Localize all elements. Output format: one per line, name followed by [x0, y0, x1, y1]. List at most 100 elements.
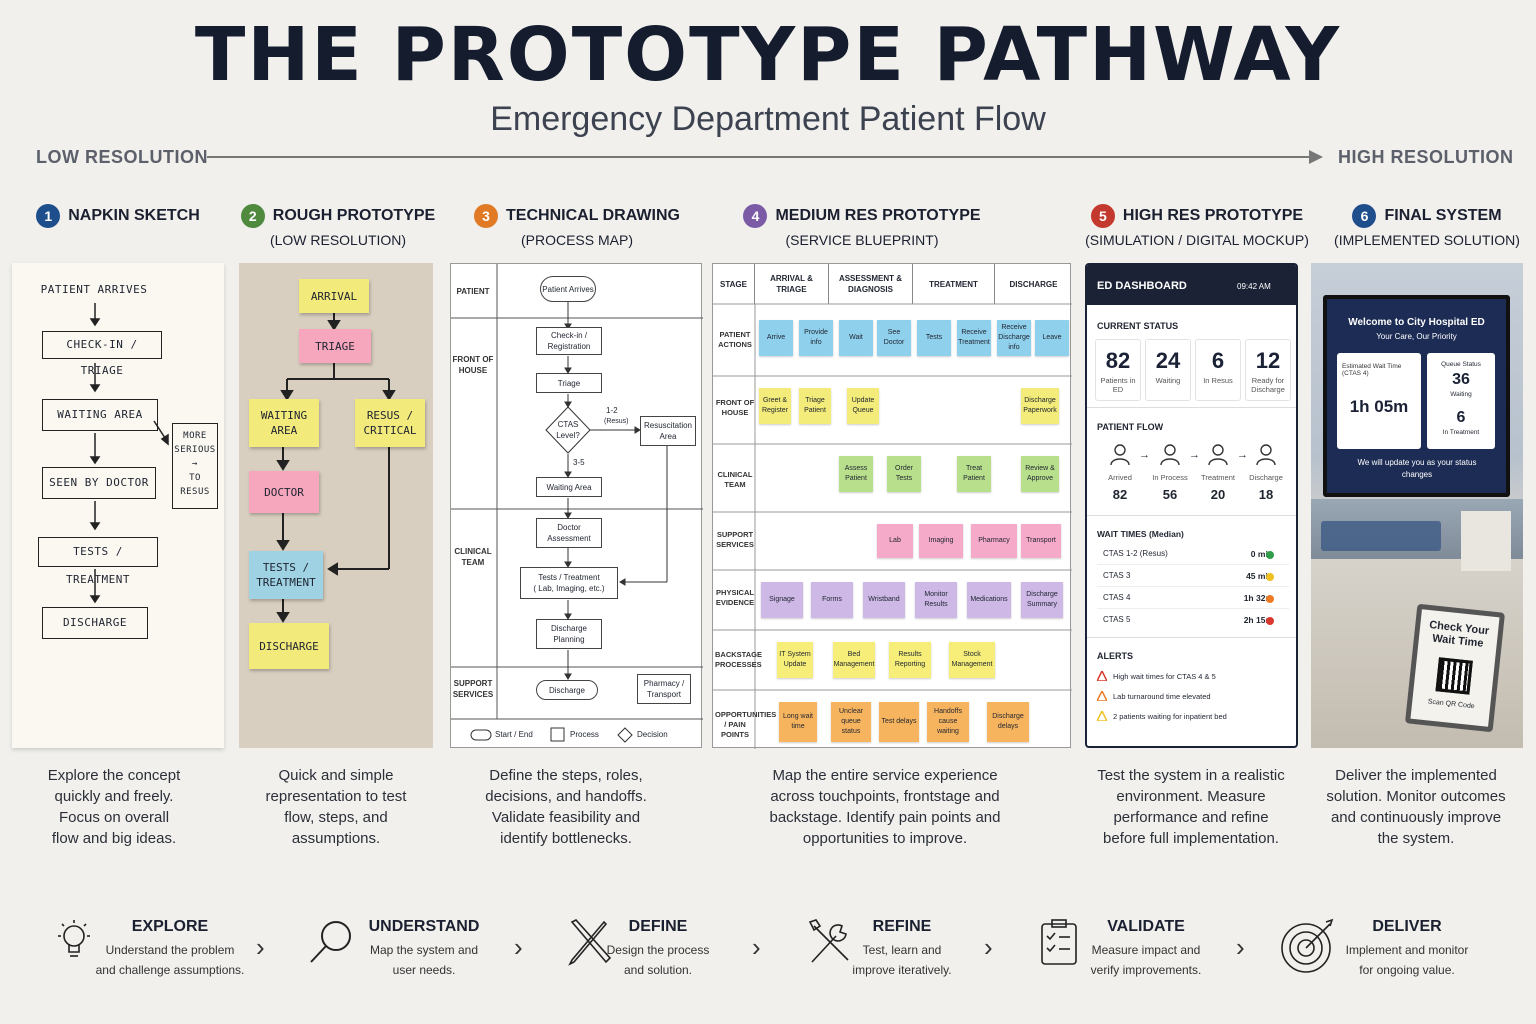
wait-label: CTAS 5: [1103, 615, 1131, 624]
blueprint-row-label: FRONT OF HOUSE: [715, 398, 755, 417]
blueprint-note: Imaging: [919, 524, 963, 558]
blueprint-row-label: PHYSICAL EVIDENCE: [715, 588, 755, 607]
qr-code-icon: [1435, 657, 1473, 695]
lane-label: CLINICAL TEAM: [454, 547, 492, 567]
stage-number: 3: [474, 204, 499, 228]
high-resolution-label: HIGH RESOLUTION: [1338, 147, 1514, 167]
divider: [1087, 407, 1296, 408]
stage-number: 1: [36, 204, 61, 228]
footer-line: and solution.: [623, 963, 693, 977]
blueprint-note: Review & Approve: [1021, 456, 1059, 492]
stage-subtitle: (LOW RESOLUTION): [269, 232, 407, 249]
blueprint-note: Receive Discharge info: [997, 320, 1031, 356]
sticky-note: DISCHARGE: [249, 623, 329, 669]
wait-label: CTAS 1-2 (Resus): [1103, 549, 1168, 558]
description-line: Explore the concept: [47, 767, 181, 784]
service-blueprint-panel: STAGE ARRIVAL & TRIAGE ASSESSMENT & DIAG…: [712, 263, 1072, 749]
chevron-right-icon: ›: [256, 932, 265, 962]
decision-label: CTAS Level?: [556, 420, 580, 440]
blueprint-row-label: OPPORTUNITIES / PAIN POINTS: [715, 710, 777, 739]
blueprint-header: TREATMENT: [913, 264, 995, 304]
blueprint-header: STAGE: [713, 264, 755, 304]
process-end: Discharge: [536, 680, 598, 700]
flow-value: 82: [1112, 487, 1128, 502]
description-line: representation to test: [265, 788, 407, 805]
blueprint-note: Update Queue: [847, 388, 879, 424]
divider: [1097, 586, 1289, 587]
footer-line: Measure impact and: [1091, 943, 1201, 957]
wait-value: 2h 15m: [1243, 615, 1273, 625]
blueprint-note: Stock Management: [949, 642, 995, 678]
blueprint-note: See Doctor: [877, 320, 911, 356]
lane-label: PATIENT: [456, 287, 490, 296]
stage-number: 4: [743, 204, 768, 228]
stage-title: TECHNICAL DRAWING: [506, 207, 680, 225]
description-line: the system.: [1377, 830, 1455, 847]
napkin-sketch-panel: PATIENT ARRIVES CHECK-IN / TRIAGE WAITIN…: [12, 263, 224, 748]
resolution-arrow: [207, 150, 1323, 164]
blueprint-note: Unclear queue status: [831, 702, 871, 742]
footer-heading: DELIVER: [1372, 918, 1442, 935]
pencil-ruler-icon: [568, 919, 612, 966]
footer-line: Map the system and: [369, 943, 479, 957]
legend-label: Start / End: [495, 730, 533, 739]
section-title: ALERTS: [1097, 651, 1133, 661]
blueprint-note: Greet & Register: [759, 388, 791, 424]
footer-heading: VALIDATE: [1107, 918, 1185, 935]
screen-welcome: Welcome to City Hospital ED: [1348, 317, 1485, 328]
stage-subtitle: (SERVICE BLUEPRINT): [785, 232, 939, 249]
footer-line: user needs.: [392, 963, 456, 977]
napkin-side-line: TO: [189, 473, 201, 483]
footer-line: improve iteratively.: [852, 963, 952, 977]
footer-line: Design the process: [606, 943, 710, 957]
process-step: Waiting Area: [536, 477, 602, 497]
sticky-note: ARRIVAL: [299, 279, 369, 313]
wait-value: 45 min: [1246, 571, 1273, 581]
description-line: Map the entire service experience: [772, 767, 998, 784]
blueprint-row-label: PATIENT ACTIONS: [718, 330, 752, 349]
sticky-note: TESTS / TREATMENT: [249, 551, 323, 599]
lane-label: FRONT OF HOUSE: [452, 355, 494, 375]
check-wait-sign: Check Your Wait Time Scan QR Code: [1404, 603, 1506, 733]
blueprint-grid: [713, 303, 1072, 749]
low-resolution-label: LOW RESOLUTION: [36, 147, 208, 167]
chevron-right-icon: ›: [514, 932, 523, 962]
description-line: decisions, and handoffs.: [485, 788, 647, 805]
process-step: Resuscitation Area: [640, 416, 696, 446]
flow-label: Arrived: [1108, 473, 1132, 482]
description-line: across touchpoints, frontstage and: [770, 788, 1000, 805]
stage-number: 5: [1090, 204, 1115, 228]
blueprint-note: Provide info: [799, 320, 833, 356]
chevron-right-icon: ›: [752, 932, 761, 962]
legend-label: Decision: [637, 730, 668, 739]
section-title: WAIT TIMES (Median): [1097, 529, 1184, 539]
lightbulb-icon: [58, 920, 90, 957]
description-line: Deliver the implemented: [1335, 767, 1497, 784]
flow-value: 20: [1210, 487, 1226, 502]
wait-time-screen: Welcome to City Hospital ED Your Care, O…: [1323, 295, 1510, 497]
napkin-item: CHECK-IN / TRIAGE: [42, 331, 162, 377]
blueprint-header: ARRIVAL & TRIAGE: [755, 264, 829, 304]
footer-heading: REFINE: [872, 918, 932, 935]
blueprint-note: Assess Patient: [839, 456, 873, 492]
stat-value: 82: [1105, 348, 1131, 373]
ed-dashboard-panel: ED DASHBOARD 09:42 AM CURRENT STATUS PAT…: [1085, 263, 1298, 748]
flow-label: In Process: [1152, 473, 1188, 482]
blueprint-note: Lab: [877, 524, 913, 558]
sticky-note: WAITING AREA: [249, 399, 319, 447]
footer-text: Design the process and solution.: [598, 940, 718, 980]
napkin-side-line: SERIOUS: [174, 445, 216, 455]
blueprint-note: Wristband: [863, 582, 905, 618]
description-line: flow and big ideas.: [51, 830, 177, 847]
process-step: Tests / Treatment( Lab, Imaging, etc.): [520, 567, 618, 599]
process-step: Pharmacy / Transport: [637, 674, 691, 704]
final-system-panel: Welcome to City Hospital ED Your Care, O…: [1311, 263, 1523, 748]
